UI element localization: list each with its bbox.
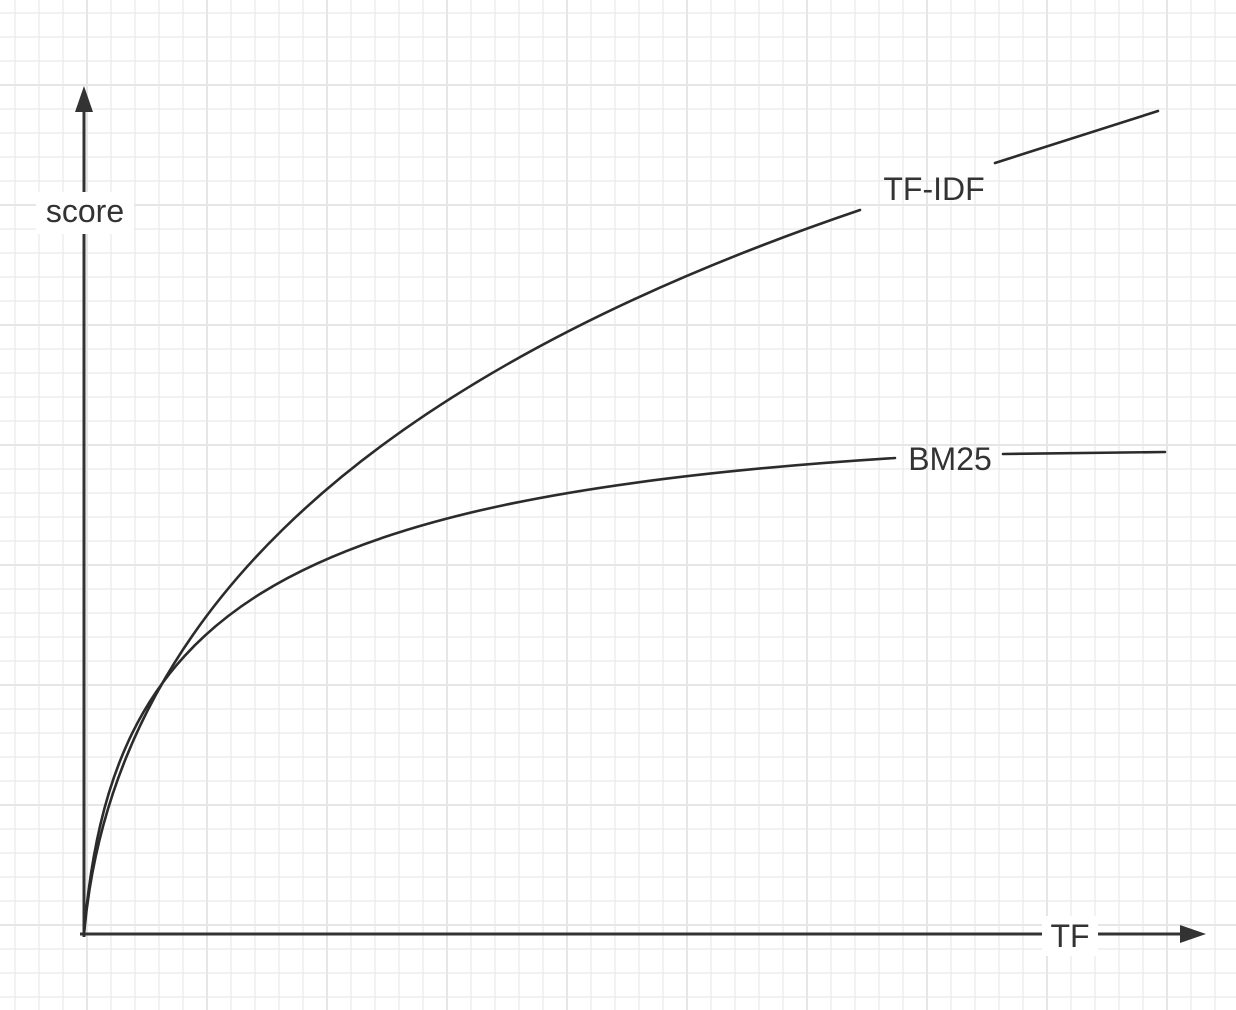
tfidf-curve-label: TF-IDF xyxy=(883,171,984,207)
x-axis-arrowhead xyxy=(1180,925,1206,943)
tfidf-curve xyxy=(82,109,1160,936)
y-axis-arrowhead xyxy=(75,86,93,112)
bm25-curve xyxy=(82,450,1167,936)
y-axis-label: score xyxy=(46,193,124,229)
x-axis-label-bg xyxy=(1042,916,1098,956)
y-axis-label-bg xyxy=(36,192,134,234)
x-axis-label: TF xyxy=(1050,918,1089,954)
bm25-curve-label: BM25 xyxy=(908,441,992,477)
